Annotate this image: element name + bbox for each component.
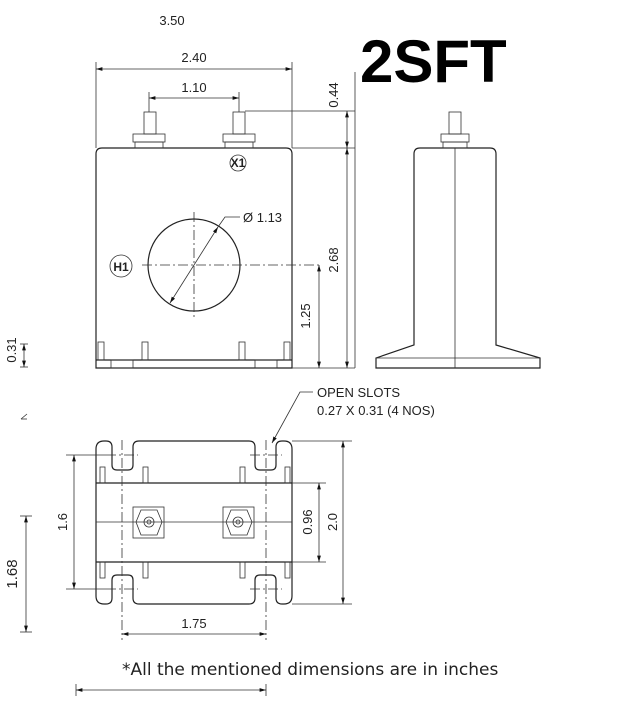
terminal-hex-left [132,506,165,539]
bottom-view [95,440,293,640]
terminal-spacing-dim: 1.10 [181,80,206,95]
x1-label: X1 [231,156,246,170]
mount-dim: 1.68 [4,559,21,588]
front-view: Ø 1.13 X1 H1 2.40 1.10 0.44 2.68 1.25 [95,50,356,369]
body-height-dim: 2.68 [326,247,341,272]
terminal-height-dim: 0.44 [326,82,341,107]
side-view [375,111,541,369]
h1-label: H1 [113,260,129,274]
band-width-dim: 0.96 [300,509,315,534]
slot-note-title: OPEN SLOTS [317,385,400,400]
terminal-stud-right [222,111,256,149]
hole-diameter-dim: Ø 1.13 [243,210,282,225]
overall-width-dim: 3.50 [159,13,184,28]
units-footnote: *All the mentioned dimensions are in inc… [122,660,498,680]
product-title: 2SFT [360,28,507,95]
inner-length-dim: 1.6 [55,513,70,531]
width-dim: 2.40 [181,50,206,65]
slot-note-size: 0.27 X 0.31 (4 NOS) [317,403,435,418]
terminal-stud-left [132,111,166,149]
terminal-hex-right [222,506,255,539]
slot-spacing-dim: 1.75 [181,616,206,631]
center-height-dim: 1.25 [298,303,313,328]
overall-length-dim: 2.0 [325,513,340,531]
foot-height-dim: 0.31 [4,337,19,362]
